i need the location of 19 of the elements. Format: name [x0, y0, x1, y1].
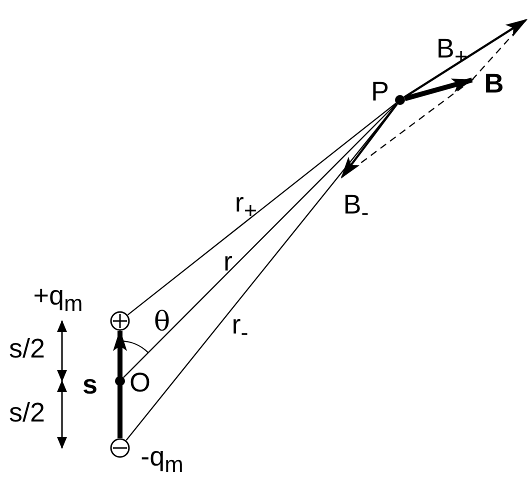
edge-label: r$_{-}$ [232, 312, 248, 344]
edge-label: r [224, 248, 232, 276]
vector-arrow [404, 78, 474, 102]
point-label: -q$_{m}$ [140, 444, 184, 476]
dimension-label: s/2 [8, 336, 46, 362]
arrow [113, 329, 127, 438]
edge-label: B [484, 70, 504, 98]
point-label: O [130, 370, 150, 396]
edge-label: B$_{-}$ [343, 192, 369, 224]
vector-arrow [340, 103, 398, 179]
dimension-label: s/2 [8, 400, 46, 426]
point-label: +q$_{m}$ [33, 282, 83, 316]
angle-label: θ [154, 308, 170, 336]
edge-label: s [82, 372, 98, 398]
connecting-line [123, 103, 397, 378]
vector-arrow [404, 18, 528, 98]
point-label: P [371, 78, 389, 106]
connecting-line [127, 102, 396, 316]
edge-label: r$_{+}$ [234, 190, 258, 222]
